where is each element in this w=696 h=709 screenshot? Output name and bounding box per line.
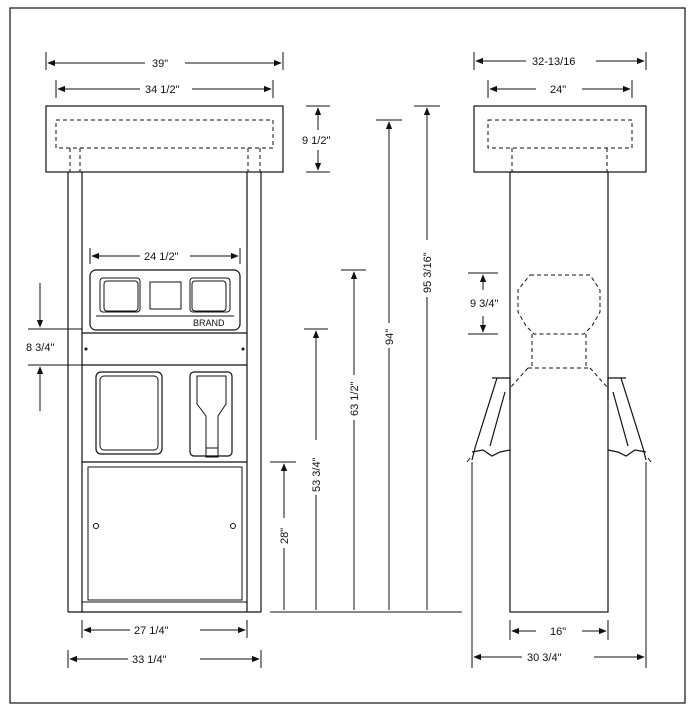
- dim-canopy-inner-width: 34 1/2": [145, 84, 180, 96]
- display-window-left: [103, 280, 139, 312]
- side-right-nozzle: [607, 377, 652, 463]
- side-hidden-head: [517, 274, 601, 335]
- drawing-border: [9, 7, 686, 704]
- side-left-nozzle: [466, 377, 511, 463]
- dim-base-door-height: 28": [279, 528, 291, 544]
- dim-side-head-height: 9 3/4": [470, 298, 498, 310]
- dim-display-height: 63 1/2": [349, 381, 361, 416]
- dim-side-overall-depth: 30 3/4": [527, 652, 562, 664]
- height-dimensions: 28" 53 3/4" 63 1/2" 94" 95 3/16": [270, 105, 462, 613]
- dim-base-outer-width: 33 1/4": [132, 654, 167, 666]
- side-canopy-hidden-sign: [487, 119, 633, 149]
- nozzle-boot: [189, 371, 233, 458]
- dim-overall-height: 95 3/16": [422, 252, 434, 293]
- front-sale-panel: [95, 371, 163, 455]
- front-dimensions: 39" 34 1/2" 9 1/2" 24 1/2" 8 3/4" 27 1/4…: [26, 52, 330, 668]
- side-view: [466, 105, 652, 613]
- display-window-right: [191, 280, 227, 312]
- display-window-center: [149, 281, 182, 310]
- front-view: BRAND: [45, 105, 284, 613]
- front-display-panel: [89, 269, 241, 331]
- front-canopy-hidden-sign: [55, 119, 274, 149]
- side-body: [509, 171, 609, 613]
- dim-canopy-bottom-height: 94": [384, 329, 396, 345]
- dim-display-offset: 8 3/4": [26, 342, 54, 354]
- front-base-door: [87, 466, 243, 601]
- dim-canopy-outer-width: 39": [152, 58, 168, 70]
- dim-side-body-width: 16": [550, 626, 566, 638]
- dim-side-canopy-outer-width: 32-13/16: [532, 56, 575, 68]
- brand-label: BRAND: [193, 318, 225, 328]
- dim-base-inner-width: 27 1/4": [134, 625, 169, 637]
- display-window-left-back: [99, 277, 141, 313]
- dim-side-canopy-inner-width: 24": [550, 84, 566, 96]
- front-canopy: [45, 105, 284, 173]
- dim-display-width: 24 1/2": [144, 251, 179, 263]
- display-window-right-back: [189, 277, 231, 313]
- side-dimensions: 32-13/16 24" 9 3/4" 16" 30 3/4": [468, 52, 647, 668]
- dim-canopy-height: 9 1/2": [302, 135, 330, 147]
- dim-nozzle-height: 53 3/4": [311, 457, 323, 492]
- side-canopy: [473, 105, 647, 173]
